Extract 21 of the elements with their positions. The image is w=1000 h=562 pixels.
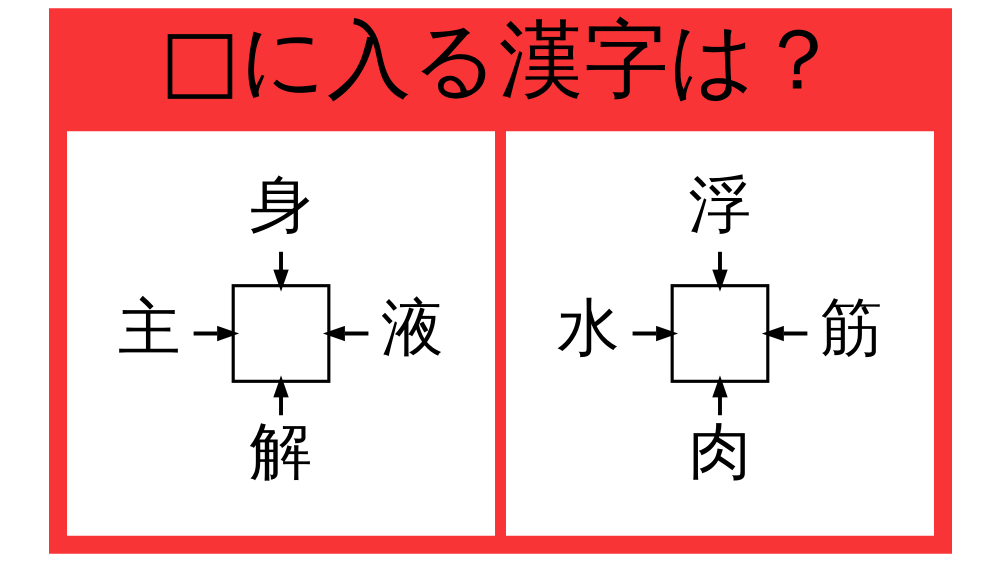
node-text: 解 <box>249 416 312 486</box>
arrow <box>632 326 678 342</box>
node-box <box>670 284 769 383</box>
cluster <box>66 131 495 536</box>
node-text: 浮 <box>688 170 751 240</box>
diagram-title: □に入る漢字は？ <box>160 9 840 108</box>
cluster <box>505 131 934 536</box>
node-box <box>231 284 330 383</box>
node-text: 液 <box>380 293 444 364</box>
arrow <box>761 326 807 342</box>
arrow <box>193 326 239 342</box>
arrow <box>712 252 728 292</box>
node-text: 身 <box>249 170 312 240</box>
arrow <box>322 326 368 342</box>
arrow <box>272 375 288 416</box>
node-text: 筋 <box>820 293 883 364</box>
node-text: 肉 <box>688 416 751 486</box>
node-text: 水 <box>556 293 620 364</box>
arrow <box>712 375 728 416</box>
arrow <box>272 252 288 292</box>
node-text: 主 <box>117 293 180 364</box>
